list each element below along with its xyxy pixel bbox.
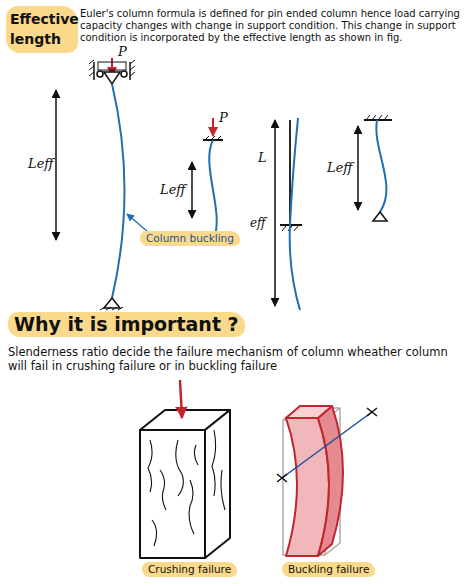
buckling-block [277, 406, 377, 556]
pin-support [104, 298, 120, 308]
pin-support [373, 212, 387, 221]
section-heading: Why it is important ? [8, 312, 245, 337]
leader-line [127, 214, 148, 232]
cracks [148, 430, 225, 546]
dimension-label: Leff [160, 182, 186, 198]
buckled-column [290, 118, 300, 310]
dimension-label: L [258, 150, 267, 166]
dimension-line [55, 90, 57, 240]
column-fixed-pinned [358, 115, 392, 221]
column-pinned-pinned [56, 58, 148, 310]
roller [97, 71, 103, 77]
dimension-label: eff [250, 216, 266, 230]
roller [121, 71, 127, 77]
dimension-label: Leff [327, 160, 353, 176]
buckled-side [318, 406, 343, 556]
roller-support [98, 62, 126, 70]
load-label: P [219, 110, 228, 126]
buckled-column [376, 120, 386, 212]
caption-label: Crushing failure [142, 562, 237, 577]
callout: Column buckling [140, 231, 240, 246]
hatching [205, 136, 221, 140]
load-arrow [180, 380, 182, 418]
buckled-column [112, 84, 125, 298]
hatching [366, 115, 388, 120]
wall [93, 62, 95, 80]
block-side [205, 410, 230, 558]
axis-line [282, 412, 372, 478]
pin-support [104, 72, 120, 84]
buckled-top [286, 406, 332, 418]
buckled-column [209, 140, 217, 240]
description: Slenderness ratio decide the failure mec… [8, 346, 468, 374]
hatching [100, 307, 123, 310]
axis-mark [277, 408, 377, 482]
title: Effective length [6, 6, 78, 53]
wall [129, 62, 131, 80]
dimension-line [357, 126, 359, 210]
dimension-label: Leff [28, 156, 54, 172]
column-fixed-free [275, 118, 302, 310]
column-fixed-fixed [192, 118, 228, 246]
crushing-block [140, 380, 230, 558]
caption-label: Buckling failure [282, 562, 375, 577]
dimension-line [191, 162, 193, 218]
description: Euler's column formula is defined for pi… [80, 8, 468, 44]
load-label: P [118, 44, 127, 60]
dimension-line [274, 120, 276, 306]
load-arrow [212, 118, 214, 136]
